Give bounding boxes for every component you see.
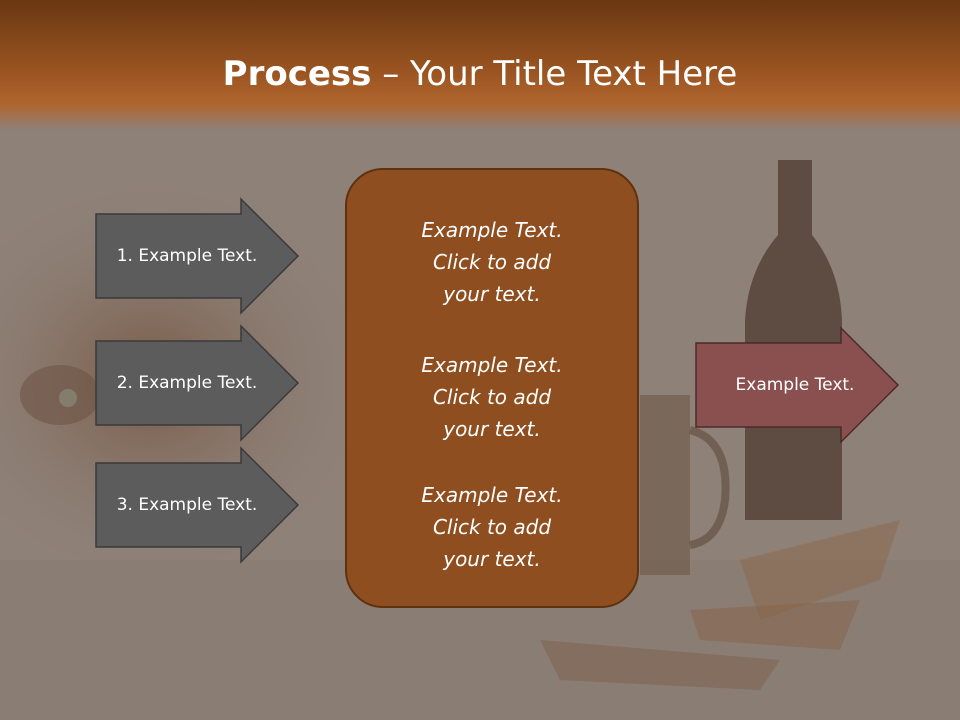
arrow-shape bbox=[695, 326, 900, 444]
center-line: your text. bbox=[443, 547, 541, 571]
center-line: Click to add bbox=[432, 250, 552, 274]
arrow-shape bbox=[95, 446, 300, 564]
arrow-shape bbox=[95, 197, 300, 315]
center-line: Example Text. bbox=[421, 353, 563, 377]
title-rest: Your Title Text Here bbox=[410, 54, 738, 94]
right-arrow[interactable]: Example Text. bbox=[695, 326, 900, 444]
title-bold: Process bbox=[222, 54, 372, 94]
left-arrow-3[interactable]: 3. Example Text. bbox=[95, 446, 300, 564]
center-line: Example Text. bbox=[421, 483, 563, 507]
center-item-2: Example Text. Click to add your text. bbox=[347, 349, 637, 445]
arrow-shape bbox=[95, 324, 300, 442]
center-item-3: Example Text. Click to add your text. bbox=[347, 479, 637, 575]
left-arrow-1[interactable]: 1. Example Text. bbox=[95, 197, 300, 315]
right-arrow-label: Example Text. bbox=[735, 375, 855, 395]
title-dash: – bbox=[371, 54, 411, 94]
left-arrow-2[interactable]: 2. Example Text. bbox=[95, 324, 300, 442]
center-line: Example Text. bbox=[421, 218, 563, 242]
left-arrow-label: 1. Example Text. bbox=[116, 246, 258, 266]
center-line: Click to add bbox=[432, 385, 552, 409]
slide-title: Process – Your Title Text Here bbox=[0, 52, 960, 96]
title-bar bbox=[0, 0, 960, 130]
center-item-1: Example Text. Click to add your text. bbox=[347, 214, 637, 310]
center-line: your text. bbox=[443, 282, 541, 306]
left-arrow-label: 3. Example Text. bbox=[116, 495, 258, 515]
center-line: Click to add bbox=[432, 515, 552, 539]
center-line: your text. bbox=[443, 417, 541, 441]
center-text-box[interactable]: Example Text. Click to add your text. Ex… bbox=[345, 168, 639, 608]
left-arrow-label: 2. Example Text. bbox=[116, 373, 258, 393]
